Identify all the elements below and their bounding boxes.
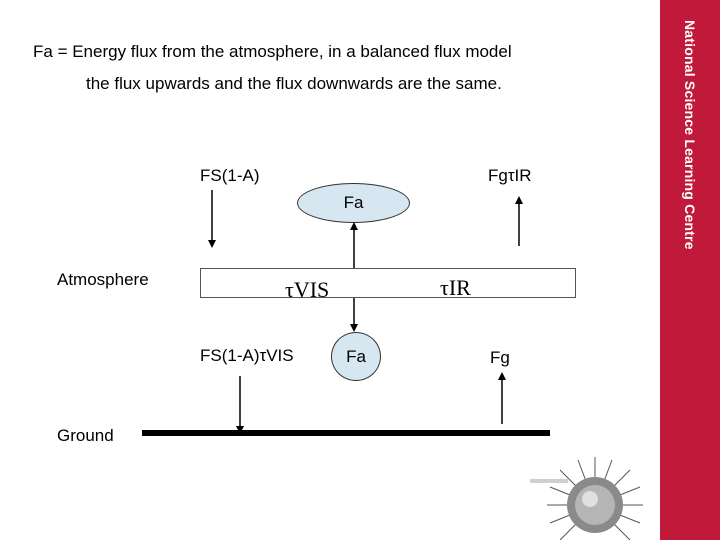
tau-vis-label: τVIS [285,277,330,302]
transmitted-solar-label: FS(1-A)τVIS [200,346,294,365]
flux-arrows [208,190,523,434]
outgoing-ir-label: FgτIR [488,166,532,185]
incoming-solar-label: FS(1-A) [200,166,260,185]
ground-label: Ground [57,426,114,445]
fa-symbol: Fa [33,42,53,61]
tau-ir-label: τIR [440,275,471,300]
header-definition: = Energy flux from the atmosphere, in a … [52,42,512,61]
spiky-sphere-icon [530,457,643,540]
atmosphere-layer [200,268,576,298]
header-line-1: Fa = Energy flux from the atmosphere, in… [33,42,512,62]
atmosphere-label: Atmosphere [57,270,149,289]
atmosphere-flux-lower: Fa [331,332,381,381]
atmosphere-flux-upper: Fa [297,183,410,223]
brand-logo-text: National Science Learning Centre [682,20,698,250]
ground-surface [142,430,550,436]
header-line-2: the flux upwards and the flux downwards … [86,74,502,93]
brand-sidebar: National Science Learning Centre [660,0,720,540]
ground-emission-label: Fg [490,348,510,367]
